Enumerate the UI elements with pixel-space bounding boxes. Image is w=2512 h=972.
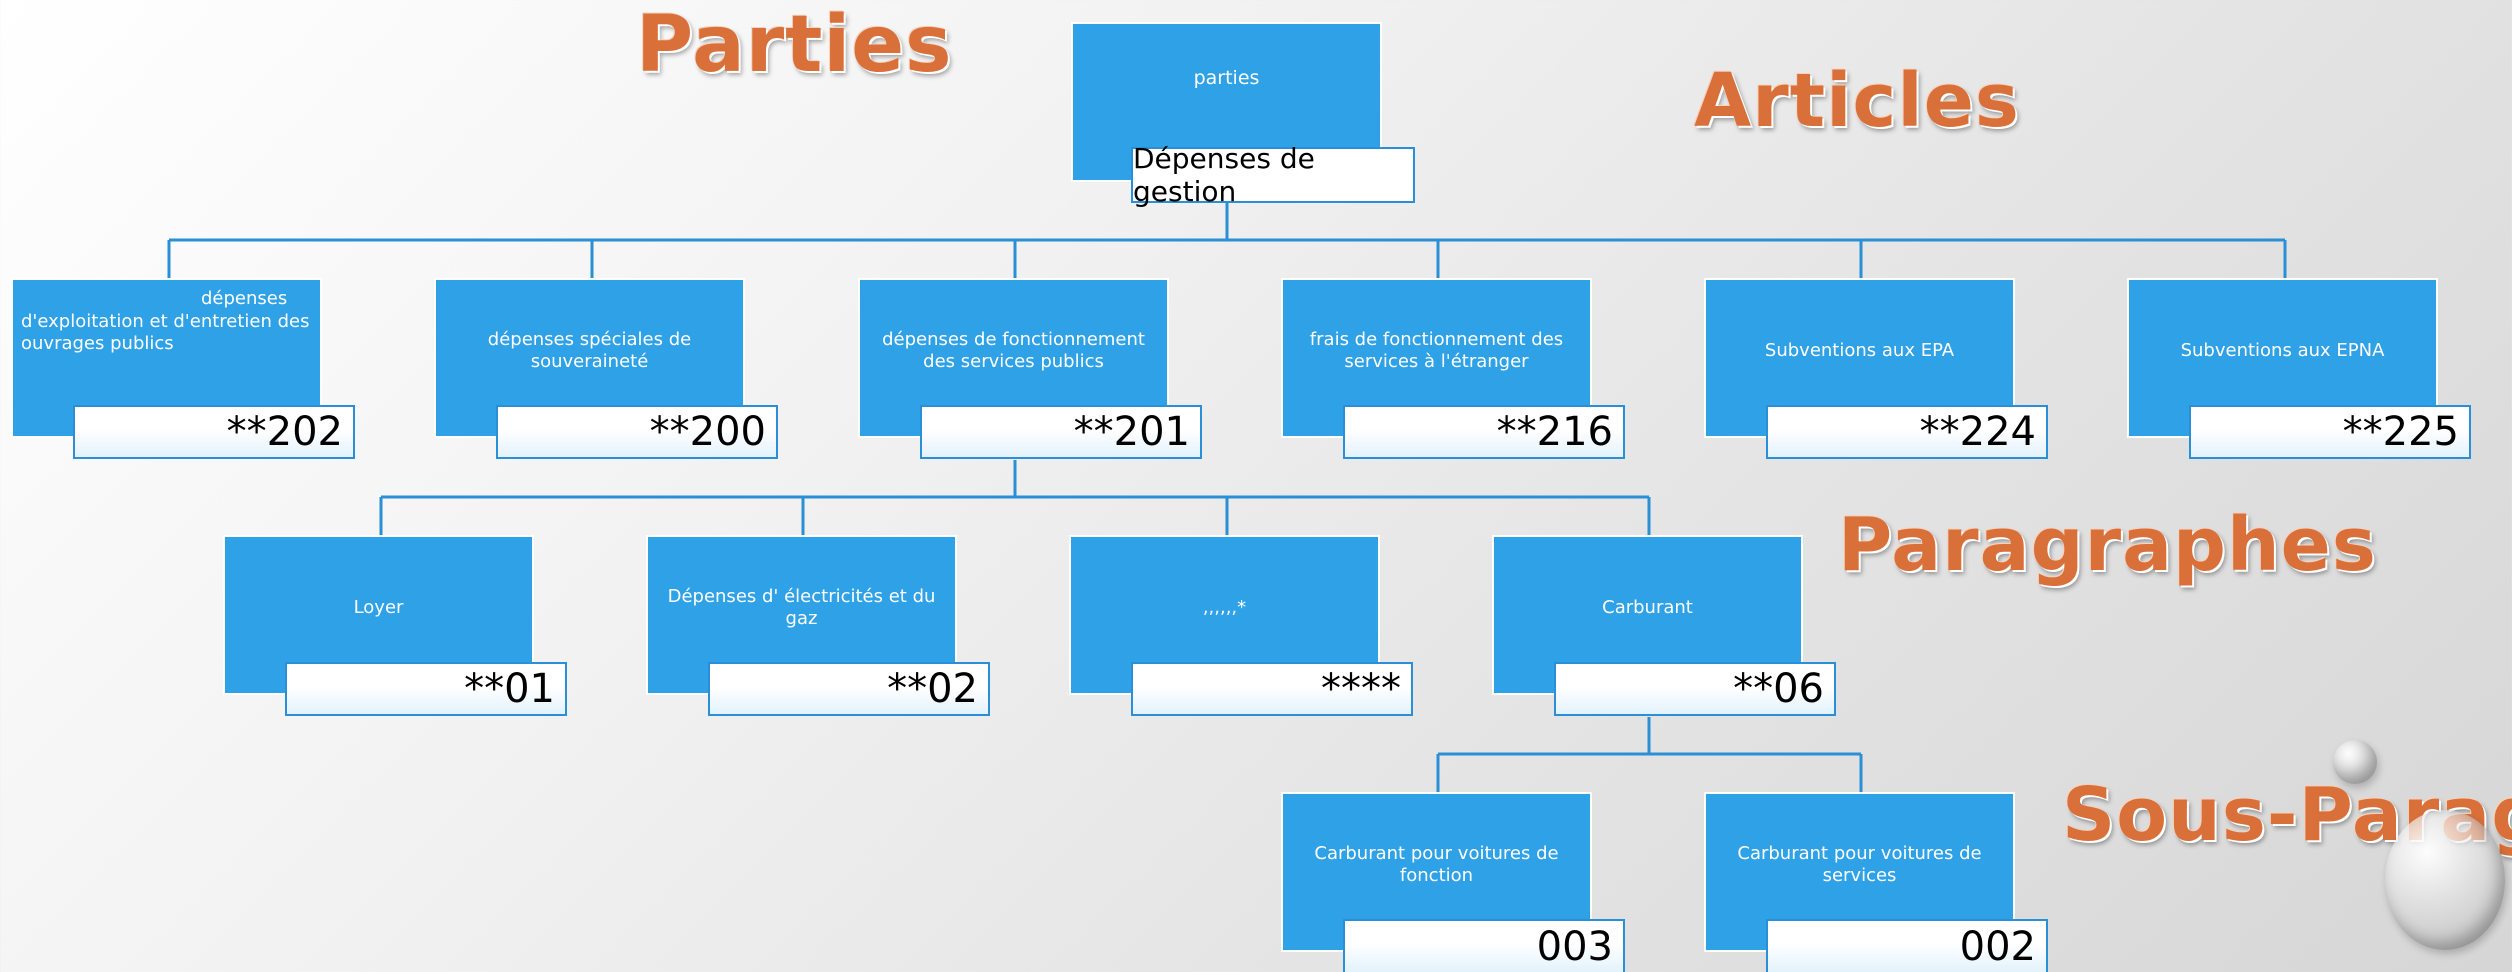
- paragraphe-label: Dépenses d' électricités et du gaz: [667, 585, 936, 630]
- title-articles: Articles: [1694, 58, 2020, 144]
- article-code-box: **216: [1343, 405, 1625, 459]
- paragraphe-code: **01: [464, 666, 555, 712]
- paragraphe-code-box: **01: [285, 662, 567, 716]
- article-code-box: **224: [1766, 405, 2048, 459]
- paragraphe-label: ,,,,,,*: [1202, 596, 1247, 618]
- water-drop-decoration: [2333, 740, 2377, 784]
- article-code: **216: [1496, 409, 1613, 455]
- sous-paragraphe-label: Carburant pour voitures de services: [1737, 842, 1982, 887]
- paragraphe-code: **02: [887, 666, 978, 712]
- paragraphe-code-box: **02: [708, 662, 990, 716]
- article-code-box: **202: [73, 405, 355, 459]
- sous-paragraphe-code: 002: [1959, 923, 2036, 970]
- paragraphe-label: Loyer: [353, 596, 404, 618]
- sous-paragraphe-code-box: 002: [1766, 919, 2048, 972]
- paragraphe-code-box: **06: [1554, 662, 1836, 716]
- sous-paragraphe-code-box: 003: [1343, 919, 1625, 972]
- article-code: **224: [1919, 409, 2036, 455]
- article-code: **225: [2342, 409, 2459, 455]
- paragraphe-code: **06: [1733, 666, 1824, 712]
- title-parties: Parties: [636, 0, 953, 90]
- article-code-box: **225: [2189, 405, 2471, 459]
- root-code-box: Dépenses de gestion: [1131, 142, 1415, 208]
- article-code: **202: [226, 409, 343, 455]
- paragraphe-code-box: ****: [1131, 662, 1413, 716]
- root-code: Dépenses de gestion: [1133, 142, 1315, 208]
- article-code: **201: [1073, 409, 1190, 455]
- paragraphe-label: Carburant: [1602, 596, 1693, 618]
- article-label: frais de fonctionnement des services à l…: [1309, 328, 1564, 373]
- sous-paragraphe-label: Carburant pour voitures de fonction: [1314, 842, 1559, 887]
- article-label: Subventions aux EPA: [1764, 339, 1955, 361]
- article-label: dépenses de fonctionnement des services …: [882, 328, 1145, 373]
- title-paragraphes: Paragraphes: [1838, 502, 2377, 588]
- water-drop-decoration: [2385, 810, 2505, 950]
- article-label: Subventions aux EPNA: [2180, 339, 2385, 361]
- article-code-box: **201: [920, 405, 1202, 459]
- article-label: dépenses spéciales de souveraineté: [487, 328, 692, 373]
- article-code-box: **200: [496, 405, 778, 459]
- root-label: parties: [1193, 67, 1260, 90]
- paragraphe-code: ****: [1321, 666, 1401, 712]
- sous-paragraphe-code: 003: [1536, 923, 1613, 970]
- article-code: **200: [649, 409, 766, 455]
- article-label: dépenses d'exploitation et d'entretien d…: [21, 288, 310, 354]
